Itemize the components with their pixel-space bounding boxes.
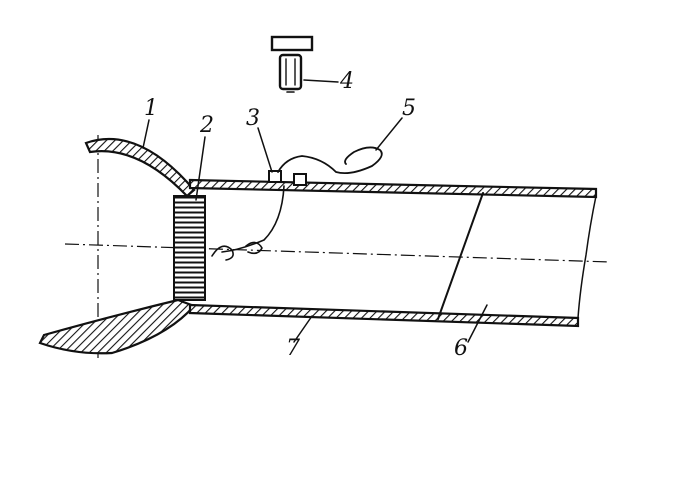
leader-line-2 [195, 136, 206, 201]
bell-mouth-lower-wall [38, 298, 196, 355]
pipe-top-wall [188, 178, 598, 199]
coil-winding [173, 195, 206, 301]
callout-5: 5 [402, 96, 416, 121]
terminal-right [293, 173, 307, 186]
lead-wire [277, 146, 383, 175]
pipe-axis-line [64, 243, 611, 263]
bolt-head [270, 35, 314, 52]
sealing-plug [437, 192, 484, 320]
leader-line-7 [293, 315, 313, 343]
pipe-open-end [577, 195, 597, 319]
callout-2: 2 [199, 113, 214, 138]
leader-line-6 [467, 304, 488, 343]
callout-7: 7 [286, 336, 300, 361]
callout-4: 4 [339, 69, 354, 94]
inner-wire [221, 185, 285, 253]
callout-1: 1 [144, 96, 158, 121]
pipe-bottom-wall [188, 303, 580, 328]
leader-line-4 [303, 79, 339, 83]
leader-line-3 [257, 127, 273, 173]
bolt-shank [278, 53, 303, 91]
callout-3: 3 [246, 106, 260, 131]
terminal-left [268, 170, 282, 183]
wire-knot [211, 241, 263, 261]
callout-6: 6 [454, 336, 468, 361]
bell-mouth-upper-wall [84, 137, 196, 198]
leader-line-1 [142, 119, 150, 149]
leader-line-5 [375, 117, 403, 151]
